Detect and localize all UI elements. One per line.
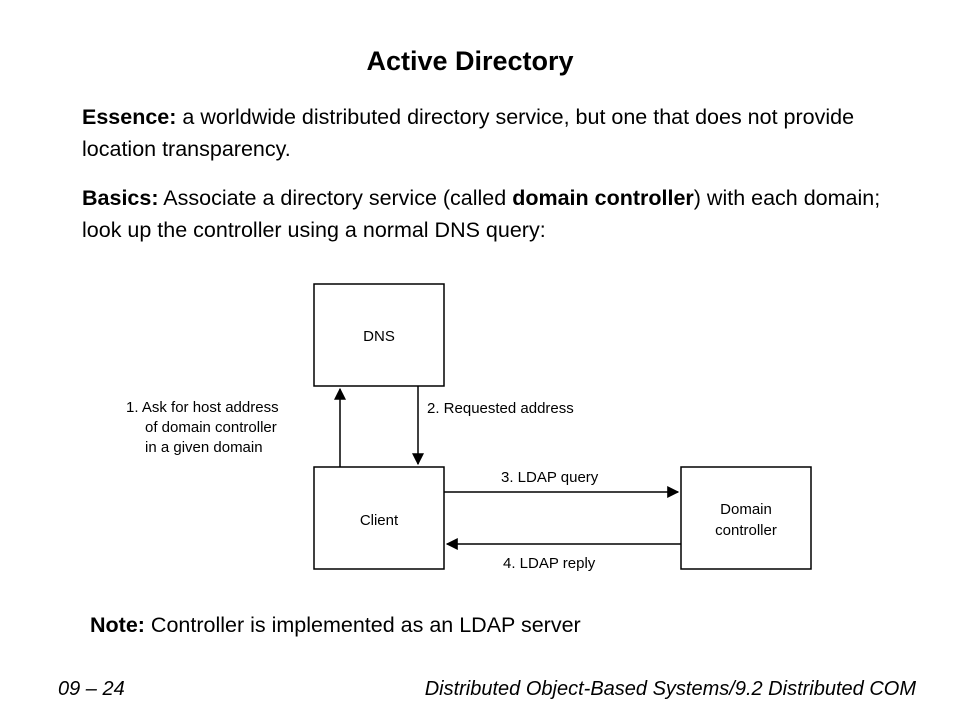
client-box-label: Client xyxy=(360,512,399,529)
basics-text-after: ) with each domain; look up the controll… xyxy=(82,186,881,242)
step4-label: 4. LDAP reply xyxy=(503,555,596,572)
footer-section-title: Distributed Object-Based Systems/9.2 Dis… xyxy=(424,678,916,700)
domain-controller-box xyxy=(680,466,812,570)
step1-line3: in a given domain xyxy=(145,439,263,456)
domain-controller-label-line1: Domain xyxy=(720,501,772,518)
basics-emphasis: domain controller xyxy=(512,186,694,210)
step3-label: 3. LDAP query xyxy=(501,469,599,486)
basics-text-before: Associate a directory service (called xyxy=(158,186,513,210)
essence-paragraph: Essence: a worldwide distributed directo… xyxy=(82,101,902,165)
step1-line1: 1. Ask for host address xyxy=(126,399,279,416)
dns-box-label: DNS xyxy=(363,328,395,345)
note-label: Note: xyxy=(90,613,145,637)
note-text: Controller is implemented as an LDAP ser… xyxy=(144,613,581,637)
slide-title: Active Directory xyxy=(366,46,574,76)
essence-text: a worldwide distributed directory servic… xyxy=(82,105,855,161)
basics-paragraph: Basics: Associate a directory service (c… xyxy=(82,182,902,246)
step2-label: 2. Requested address xyxy=(427,400,574,417)
essence-label: Essence: xyxy=(82,105,177,129)
step1-line2: of domain controller xyxy=(145,419,277,436)
client-box xyxy=(313,466,445,570)
slide-number: 09 – 24 xyxy=(58,678,125,700)
dns-box xyxy=(313,283,445,387)
basics-label: Basics: xyxy=(82,186,159,210)
note-line: Note: Controller is implemented as an LD… xyxy=(90,613,581,638)
domain-controller-label-line2: controller xyxy=(715,522,777,539)
